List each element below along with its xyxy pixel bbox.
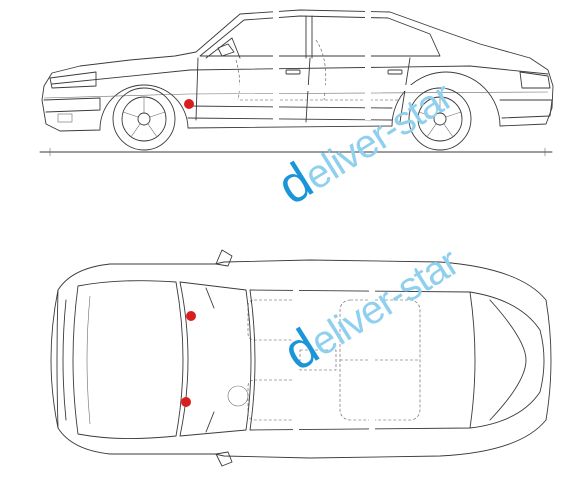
top-hood xyxy=(72,280,184,440)
side-interior-seat-rear xyxy=(315,39,327,101)
side-view-car xyxy=(39,9,554,156)
top-hood-crease xyxy=(86,295,91,425)
top-right-mirror xyxy=(215,451,233,467)
side-shoulder-line xyxy=(51,65,549,85)
side-rear-bumper xyxy=(499,99,553,119)
side-mirror-triangle xyxy=(205,37,241,59)
top-view-car xyxy=(50,249,552,467)
side-taillight xyxy=(519,71,551,89)
marker-dots xyxy=(181,99,196,407)
side-front-bumper xyxy=(43,97,101,113)
side-mirror xyxy=(217,43,235,57)
side-mid-line xyxy=(43,91,549,99)
marker-top-right-fender xyxy=(181,397,191,407)
side-rear-wheel xyxy=(408,87,472,151)
side-headlight xyxy=(49,71,97,89)
top-windshield xyxy=(179,281,252,437)
side-interior-seat-front xyxy=(235,59,240,101)
top-trunk-line xyxy=(489,299,527,421)
side-sill-line xyxy=(187,117,393,121)
top-wiper-2 xyxy=(205,411,215,433)
top-steering-wheel xyxy=(227,385,249,407)
top-front-seat-right xyxy=(247,379,299,421)
side-front-handle xyxy=(285,69,301,75)
top-wiper-1 xyxy=(205,287,215,309)
top-center-console xyxy=(299,349,337,371)
marker-top-left-fender xyxy=(186,311,196,321)
top-front-edge xyxy=(56,289,59,429)
top-left-mirror xyxy=(215,249,233,267)
side-fog-lamp xyxy=(57,113,73,123)
side-window-frame xyxy=(199,15,441,57)
marker-side-front-door xyxy=(184,99,194,109)
side-rocker-line xyxy=(187,105,393,109)
side-front-door-cut xyxy=(195,57,199,121)
top-rear-window xyxy=(469,291,545,429)
side-rear-handle xyxy=(387,69,403,75)
side-body-outline xyxy=(41,9,554,132)
top-front-bumper-line xyxy=(62,299,67,421)
side-front-wheel xyxy=(112,87,176,151)
